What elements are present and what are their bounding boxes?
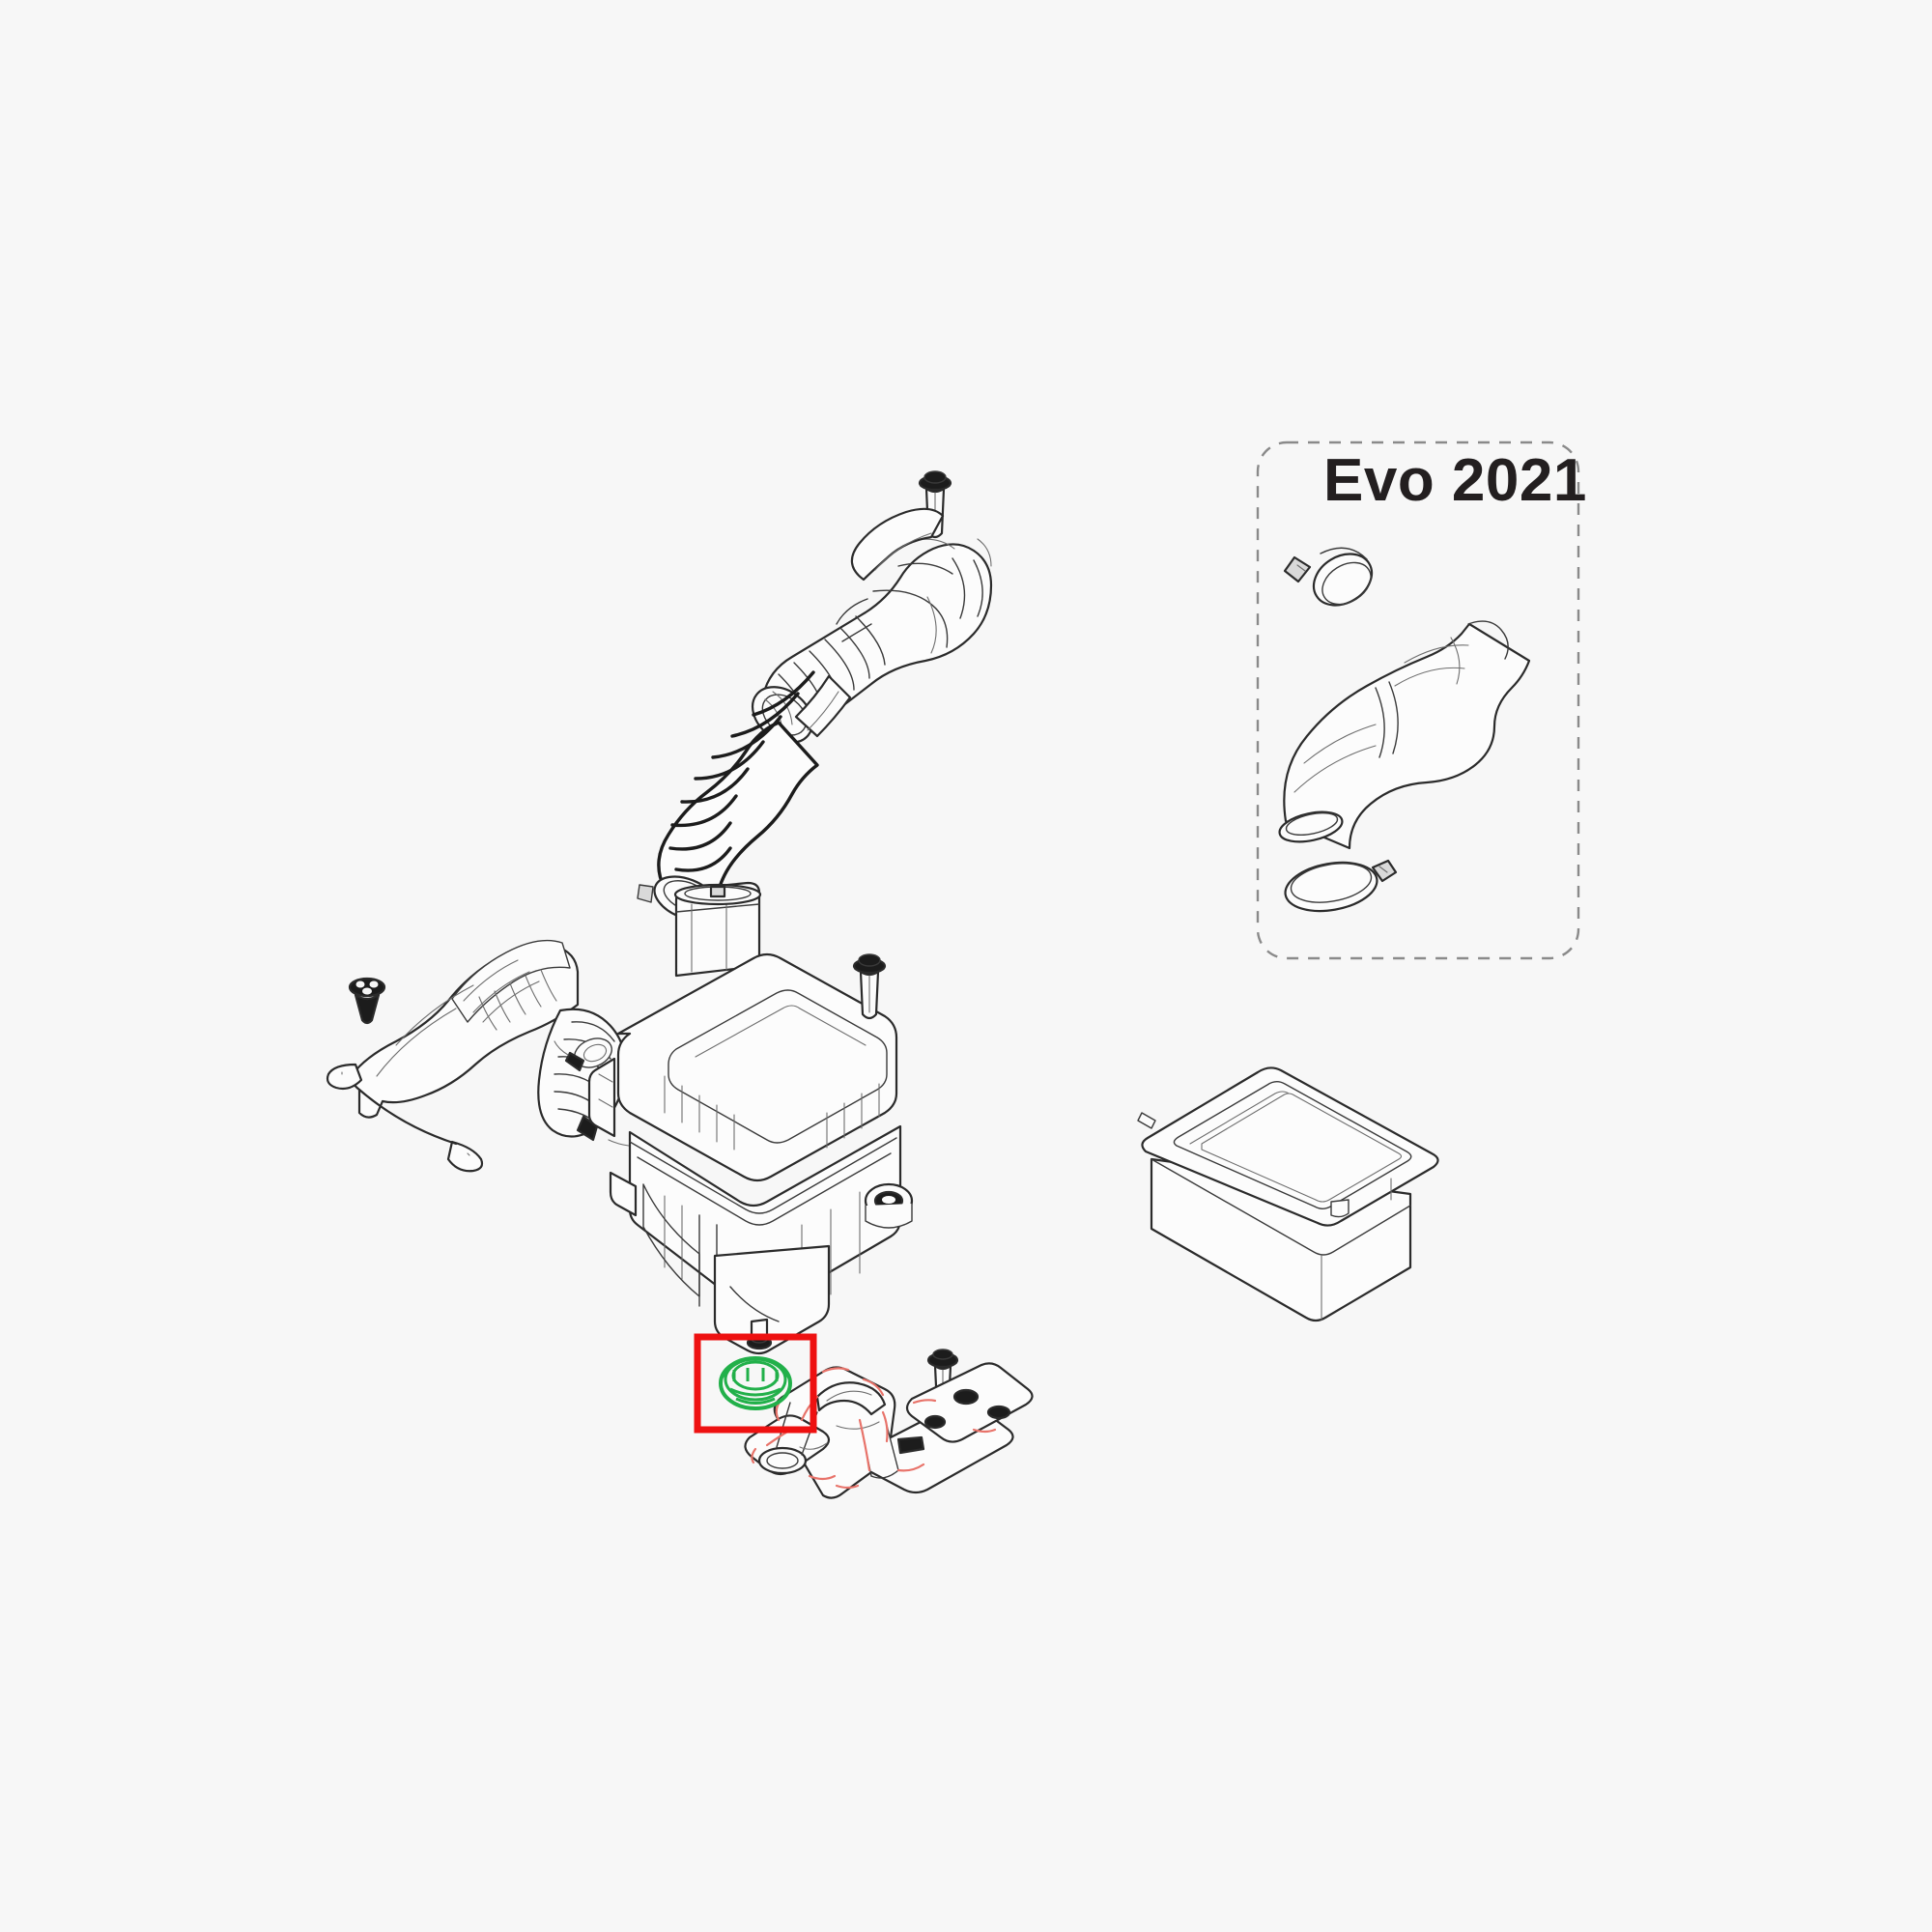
highlighted-grommet-group[interactable]: [694, 1333, 817, 1434]
air-cleaner-housing-icon: [554, 881, 914, 1355]
part-highlight-box[interactable]: [694, 1333, 817, 1434]
rubber-mounting-grommet-icon[interactable]: [719, 1356, 792, 1410]
flange-bolt-mid-icon: [852, 953, 887, 1020]
snorkel-grille-mesh: [463, 959, 557, 1031]
housing-grommet-boss: [864, 1182, 914, 1229]
air-intake-hose-icon: [1278, 620, 1531, 850]
air-intake-snorkel-icon: [326, 939, 648, 1173]
evo-2021-label: Evo 2021: [1323, 447, 1587, 514]
evo-2021-inset-group: [1256, 440, 1580, 960]
push-pin-clip-icon: [348, 977, 386, 1025]
bracket-weld-markers: [751, 1367, 997, 1490]
hose-clamp-lower-icon: [1284, 859, 1398, 913]
hose-clamp-upper-icon: [1283, 547, 1374, 607]
housing-lid-ribs: [664, 1075, 880, 1151]
evo-2021-dashed-border: [1256, 440, 1580, 960]
air-filter-element-icon: [1137, 1066, 1439, 1322]
